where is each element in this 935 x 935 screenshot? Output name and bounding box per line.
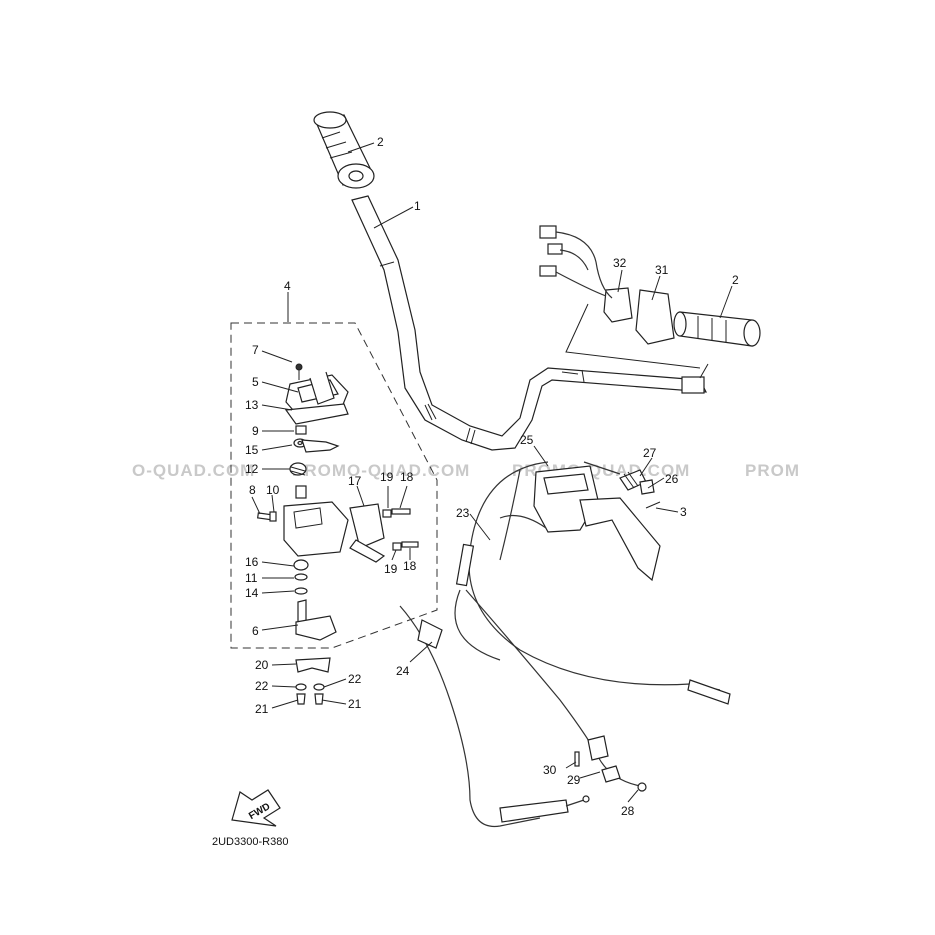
callout-21-right: 21 [348,697,362,711]
left-grip [313,111,375,189]
connector [547,243,563,255]
connector [539,225,557,239]
callout-21-left: 21 [255,702,269,716]
diagram-code: 2UD3300-R380 [212,836,288,848]
callout-18-bottom: 18 [403,559,417,573]
callout-15: 15 [245,443,259,457]
cable-adjuster [455,543,475,587]
assembly-boundary [230,322,438,649]
forward-arrow: FWD [231,789,281,827]
right-grip-assembly [539,225,761,379]
watermark-text: PROM [745,461,800,480]
callout-20: 20 [255,658,269,672]
callout-1: 1 [414,199,421,213]
bar-end [681,376,705,394]
callout-16: 16 [245,555,259,569]
callout-5: 5 [252,375,259,389]
brake-assembly [533,461,661,582]
throttle-housing-parts [256,363,419,641]
callout-18-top: 18 [400,470,414,484]
handlebar [351,195,708,451]
callout-25: 25 [520,433,534,447]
callout-19-top: 19 [380,470,394,484]
callout-10: 10 [266,483,280,497]
clamp-parts [295,657,331,705]
watermark-text: PROMO-QUAD.COM [292,461,470,480]
leader-lines [251,142,733,803]
callout-23: 23 [456,506,470,520]
watermark-text: O-QUAD.COM [132,461,255,480]
callout-12: 12 [245,462,259,476]
callout-19-bottom: 19 [384,562,398,576]
callout-3: 3 [680,505,687,519]
callout-22-right: 22 [348,672,362,686]
callout-6: 6 [252,624,259,638]
callout-11: 11 [245,571,258,585]
callout-9: 9 [252,424,259,438]
callout-labels: 1 2 2 3 4 5 6 7 8 9 10 11 12 13 14 15 16… [245,135,739,818]
callout-14: 14 [245,586,259,600]
callout-28: 28 [621,804,635,818]
callout-24: 24 [396,664,410,678]
callout-26: 26 [665,472,679,486]
callout-27: 27 [643,446,657,460]
callout-30: 30 [543,763,557,777]
callout-22-left: 22 [255,679,269,693]
callout-4: 4 [284,279,291,293]
callout-8: 8 [249,483,256,497]
callout-17: 17 [348,474,362,488]
watermark-row: O-QUAD.COM PROMO-QUAD.COM PROMO-QUAD.COM… [132,461,800,480]
callout-2-left: 2 [377,135,384,149]
callout-29: 29 [567,773,581,787]
callout-31: 31 [655,263,669,277]
callout-7: 7 [252,343,259,357]
connector [539,265,557,277]
callout-32: 32 [613,256,627,270]
cables [399,461,731,828]
callout-13: 13 [245,398,259,412]
callout-2-right: 2 [732,273,739,287]
